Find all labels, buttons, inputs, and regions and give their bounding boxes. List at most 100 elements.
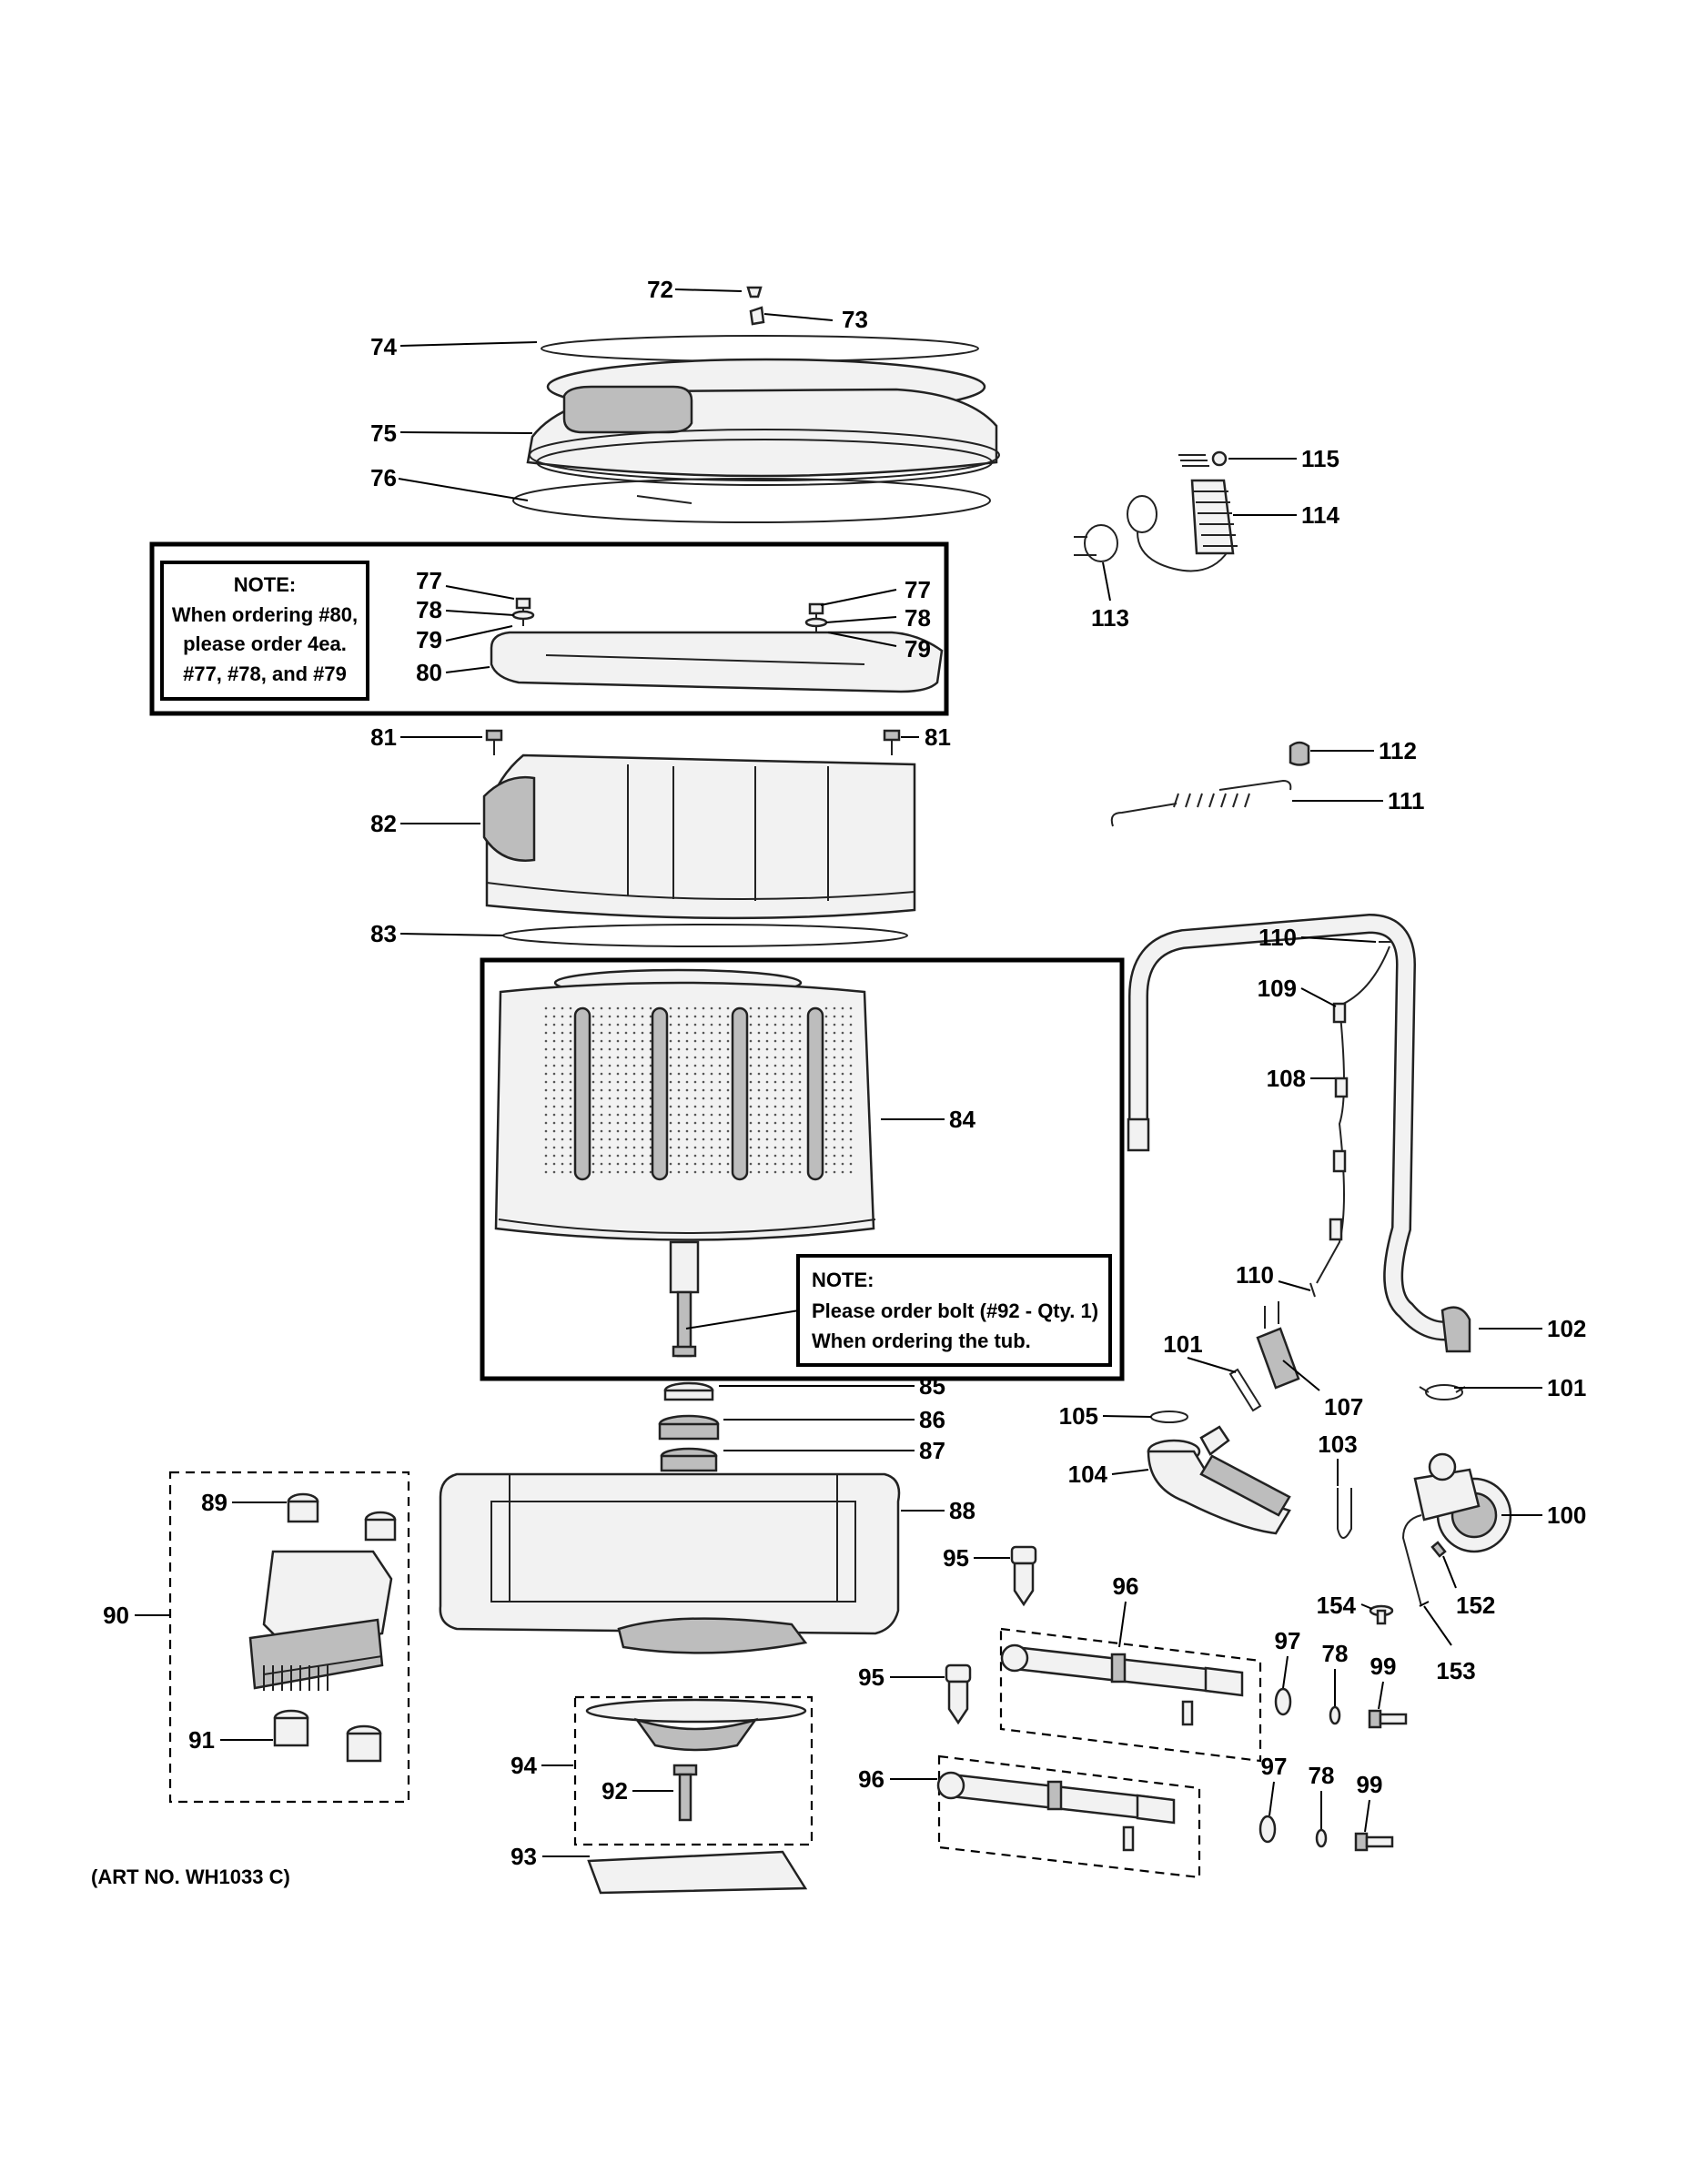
callout-78-upper: 78 bbox=[1322, 1640, 1349, 1667]
callout-81-left: 81 bbox=[370, 723, 397, 751]
callout-110-lower: 110 bbox=[1236, 1261, 1274, 1289]
callout-80: 80 bbox=[416, 659, 442, 686]
drain-pump-100 bbox=[1413, 1452, 1512, 1553]
screw-154 bbox=[1369, 1604, 1394, 1625]
bracket-group-box bbox=[149, 541, 949, 716]
air-valve-107 bbox=[1256, 1301, 1300, 1390]
motor-group-box bbox=[168, 1471, 410, 1804]
screw-81-left bbox=[485, 729, 503, 755]
bolt-99-lower bbox=[1354, 1832, 1394, 1852]
screw-81-right bbox=[883, 729, 901, 755]
callout-153: 153 bbox=[1436, 1657, 1475, 1684]
wash-basket-84 bbox=[494, 968, 876, 1358]
callout-78-right: 78 bbox=[905, 604, 931, 632]
ring-76 bbox=[512, 478, 991, 523]
callout-86: 86 bbox=[919, 1406, 945, 1433]
callout-88: 88 bbox=[949, 1497, 975, 1524]
washer-97-upper bbox=[1274, 1687, 1292, 1716]
callout-99-upper: 99 bbox=[1370, 1653, 1397, 1680]
bracket-note-box bbox=[160, 561, 369, 701]
tub-cover-75 bbox=[526, 358, 1000, 486]
callout-92: 92 bbox=[601, 1777, 628, 1805]
callout-96-lower: 96 bbox=[858, 1765, 884, 1793]
callout-72: 72 bbox=[647, 276, 673, 303]
bracket-note-line1: When ordering #80, bbox=[172, 603, 358, 626]
tub-note-line1: Please order bolt (#92 - Qty. 1) bbox=[812, 1299, 1098, 1322]
callout-107: 107 bbox=[1324, 1393, 1363, 1421]
vent-hose-114 bbox=[1127, 479, 1238, 572]
clamp-113 bbox=[1074, 524, 1118, 562]
callout-73: 73 bbox=[842, 306, 868, 333]
damper-96-lower bbox=[936, 1771, 1176, 1852]
callout-85: 85 bbox=[919, 1372, 945, 1400]
clamp-101-left bbox=[1228, 1368, 1262, 1412]
tub-note-pointer bbox=[685, 1309, 800, 1330]
bolt-99-upper bbox=[1368, 1709, 1408, 1729]
suspension-bracket-80 bbox=[490, 631, 944, 693]
callout-104: 104 bbox=[1068, 1461, 1108, 1488]
pad-93 bbox=[587, 1850, 808, 1895]
bearing-86 bbox=[658, 1414, 720, 1441]
callout-154: 154 bbox=[1317, 1592, 1357, 1619]
basket-perforation bbox=[544, 1006, 853, 1174]
clip-112 bbox=[1289, 741, 1310, 766]
callout-114: 114 bbox=[1301, 501, 1339, 529]
callout-77-left: 77 bbox=[416, 567, 442, 594]
callout-103: 103 bbox=[1318, 1431, 1357, 1458]
callout-90: 90 bbox=[103, 1602, 129, 1629]
callout-101-right: 101 bbox=[1547, 1374, 1586, 1401]
drain-hose-102 bbox=[1127, 913, 1471, 1353]
callout-110-upper: 110 bbox=[1258, 924, 1297, 951]
washer-78-lower bbox=[1315, 1828, 1328, 1848]
callout-91: 91 bbox=[188, 1726, 215, 1754]
bearing-87 bbox=[660, 1447, 718, 1472]
washer-97-lower bbox=[1258, 1815, 1277, 1844]
callout-99-lower: 99 bbox=[1357, 1771, 1383, 1798]
callout-102: 102 bbox=[1547, 1315, 1586, 1342]
callout-112: 112 bbox=[1379, 737, 1417, 764]
callout-75: 75 bbox=[370, 420, 397, 447]
callout-82: 82 bbox=[370, 810, 397, 837]
pulley-94 bbox=[585, 1698, 807, 1752]
clip-152 bbox=[1430, 1541, 1447, 1558]
callout-79-right: 79 bbox=[905, 635, 931, 662]
callout-97-upper: 97 bbox=[1275, 1627, 1301, 1654]
screw-72 bbox=[746, 286, 763, 298]
motor-mount-91-right bbox=[346, 1724, 382, 1763]
bolt-92 bbox=[672, 1764, 698, 1822]
spring-111 bbox=[1110, 779, 1292, 827]
bracket-note-line2: please order 4ea. bbox=[183, 632, 347, 655]
callout-96-upper: 96 bbox=[1113, 1572, 1139, 1600]
motor-mount-89-right bbox=[364, 1511, 397, 1542]
bracket-note-line3: #77, #78, and #79 bbox=[183, 662, 347, 685]
tub-note-heading: NOTE: bbox=[812, 1269, 874, 1291]
leader-lines bbox=[135, 288, 1542, 1857]
gasket-ring-74 bbox=[541, 335, 979, 362]
damper-group-box-upper bbox=[999, 1627, 1262, 1763]
callout-78-lower: 78 bbox=[1309, 1762, 1335, 1789]
washer-78-upper bbox=[1329, 1705, 1341, 1725]
bearing-85 bbox=[663, 1381, 714, 1401]
callout-84: 84 bbox=[949, 1106, 975, 1133]
callout-93: 93 bbox=[510, 1843, 537, 1870]
callout-113: 113 bbox=[1091, 604, 1129, 632]
clip-73 bbox=[749, 306, 765, 326]
callout-109: 109 bbox=[1258, 975, 1297, 1002]
callout-labels: 72 73 74 75 76 77 78 79 80 77 78 79 81 8… bbox=[103, 276, 1586, 1870]
callout-87: 87 bbox=[919, 1437, 945, 1464]
callout-101-left: 101 bbox=[1163, 1330, 1202, 1358]
sensor-103 bbox=[1337, 1488, 1352, 1539]
gasket-83 bbox=[502, 924, 908, 947]
damper-group-box-lower bbox=[937, 1754, 1201, 1879]
pressure-hose-108 bbox=[1316, 945, 1390, 1284]
ring-76-clamp bbox=[636, 495, 692, 504]
motor-mount-89 bbox=[287, 1492, 319, 1523]
motor-90 bbox=[248, 1550, 393, 1691]
callout-89: 89 bbox=[201, 1489, 227, 1516]
callout-76: 76 bbox=[370, 464, 397, 491]
hardware-right-77-79 bbox=[804, 602, 828, 632]
damper-96-upper bbox=[1000, 1643, 1244, 1726]
motor-mount-91 bbox=[273, 1709, 309, 1747]
callout-79-left: 79 bbox=[416, 626, 442, 653]
